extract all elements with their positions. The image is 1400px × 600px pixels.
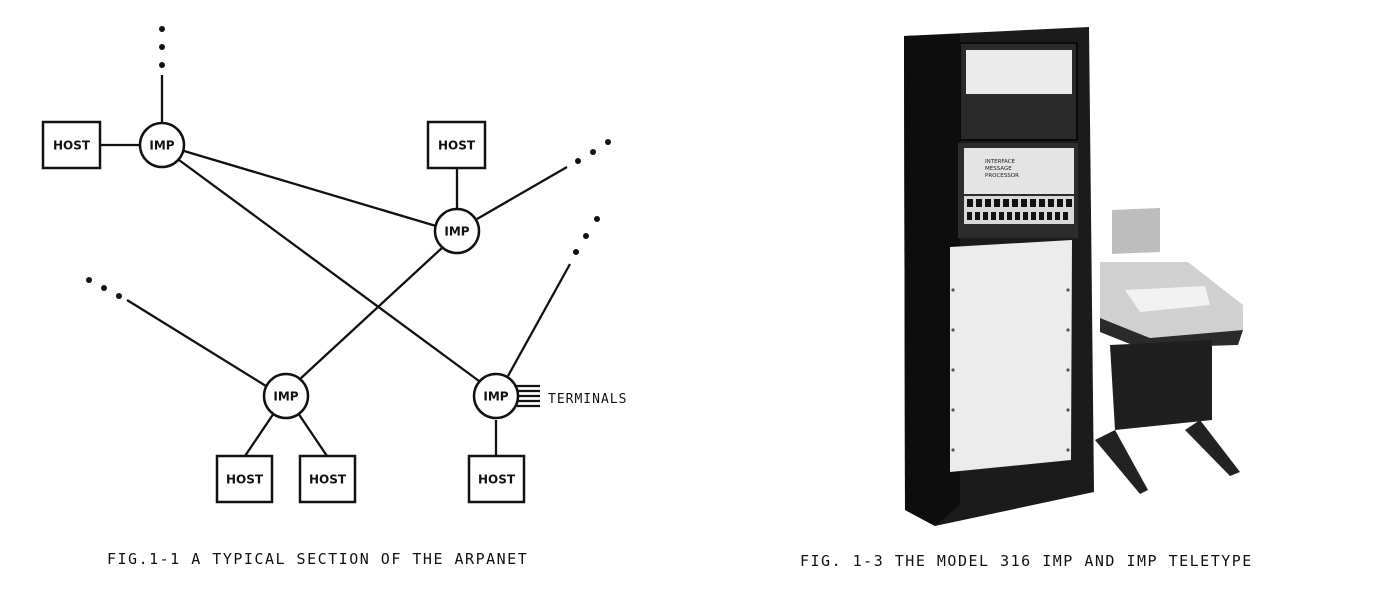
arpanet-diagram: IMP IMP IMP IMP HOST HOST HOST HO bbox=[41, 26, 627, 504]
teletype-keyboard bbox=[1125, 286, 1210, 312]
teletype bbox=[1095, 208, 1243, 494]
imp-node-1: IMP bbox=[138, 121, 186, 169]
imp-label: IMP bbox=[483, 390, 508, 404]
imp-node-2: IMP bbox=[433, 207, 481, 255]
network-links bbox=[100, 75, 572, 457]
control-panel-label-plate bbox=[964, 148, 1074, 194]
host-box-5: HOST bbox=[467, 454, 526, 504]
continuation-dots-left bbox=[86, 277, 122, 299]
top-window-glass bbox=[966, 50, 1072, 94]
panel-text-line3: PROCESSOR bbox=[985, 173, 1019, 179]
link-imp-1-to-imp-4 bbox=[178, 159, 480, 382]
link-imp-1-to-imp-2 bbox=[183, 149, 437, 228]
host-box-4: HOST bbox=[298, 454, 357, 504]
link-dots-to-imp-3 bbox=[126, 299, 267, 387]
cabinet-lower-door bbox=[950, 240, 1072, 472]
cabinet-side-shadow bbox=[904, 34, 960, 526]
host-box-2: HOST bbox=[426, 120, 487, 170]
imp-node-4: IMP bbox=[472, 372, 520, 420]
teletype-stand bbox=[1110, 340, 1212, 430]
host-label: HOST bbox=[438, 139, 476, 153]
imp-node-3: IMP bbox=[262, 372, 310, 420]
host-label: HOST bbox=[478, 473, 516, 487]
host-box-1: HOST bbox=[41, 120, 102, 170]
host-label: HOST bbox=[226, 473, 264, 487]
panel-text-line2: MESSAGE bbox=[985, 166, 1012, 172]
teletype-paper-holder bbox=[1112, 208, 1160, 254]
door-rivets bbox=[951, 288, 1070, 452]
link-imp-3-to-host-3 bbox=[244, 412, 275, 457]
host-label: HOST bbox=[309, 473, 347, 487]
figure-right-caption: FIG. 1-3 THE MODEL 316 IMP AND IMP TELET… bbox=[800, 552, 1253, 570]
link-imp-2-to-imp-3 bbox=[299, 246, 444, 380]
switch-panel bbox=[964, 196, 1074, 224]
host-label: HOST bbox=[53, 139, 91, 153]
teletype-leg-back bbox=[1185, 420, 1240, 476]
continuation-dots-right-upper bbox=[575, 139, 611, 164]
teletype-leg-front bbox=[1095, 430, 1148, 494]
continuation-dots-right-lower bbox=[573, 216, 600, 255]
imp-cabinet-photo: INTERFACE MESSAGE PROCESSOR bbox=[904, 27, 1243, 526]
imp-label: IMP bbox=[149, 139, 174, 153]
link-imp-3-to-host-4 bbox=[297, 412, 328, 457]
figure-left-caption: FIG.1-1 A TYPICAL SECTION OF THE ARPANET bbox=[107, 550, 528, 568]
host-box-3: HOST bbox=[215, 454, 274, 504]
imp-label: IMP bbox=[444, 225, 469, 239]
link-dots-to-imp-4 bbox=[506, 263, 572, 377]
imp-label: IMP bbox=[273, 390, 298, 404]
terminals-label: TERMINALS bbox=[548, 392, 627, 407]
link-imp-2-to-dots bbox=[476, 166, 568, 220]
continuation-dots-top bbox=[159, 26, 165, 68]
panel-text-line1: INTERFACE bbox=[985, 159, 1016, 165]
